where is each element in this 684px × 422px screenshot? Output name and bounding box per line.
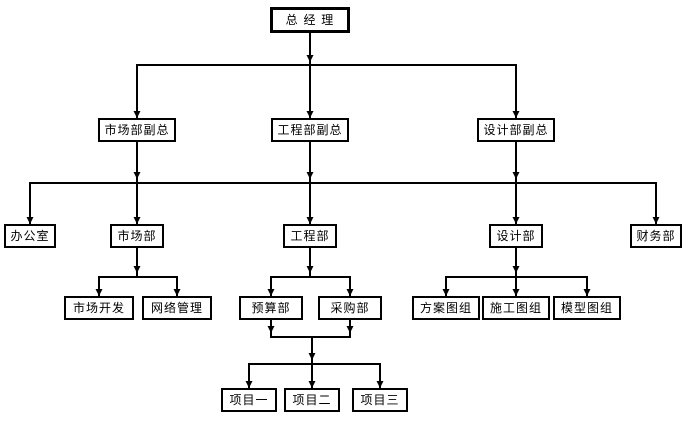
node-design-label: 设计部 [496,229,536,243]
node-construction-group: 施工图组 [482,296,550,320]
node-construction-group-label: 施工图组 [489,301,542,315]
node-purchase: 采购部 [318,296,382,320]
node-network: 网络管理 [142,296,212,320]
node-finance: 财务部 [630,224,682,248]
node-budget: 预算部 [239,296,303,320]
edge-ceo-to-vps [133,32,520,119]
node-market-dev: 市场开发 [64,296,134,320]
node-office-label: 办公室 [10,229,50,243]
edge-market-to-children [95,247,181,297]
node-vp-eng-label: 工程部副总 [277,123,343,137]
edge-budget-purchase-to-projects [245,319,384,389]
node-project2-label: 项目二 [292,393,332,407]
node-project1-label: 项目一 [229,393,269,407]
node-budget-label: 预算部 [251,301,291,315]
edge-eng-to-children [267,247,354,297]
node-project3: 项目三 [352,388,408,412]
node-vp-design: 设计部副总 [477,118,555,142]
node-ceo: 总 经 理 [270,7,350,33]
node-project2: 项目二 [284,388,340,412]
node-vp-market: 市场部副总 [98,118,176,142]
node-market: 市场部 [110,224,164,248]
node-purchase-label: 采购部 [330,301,370,315]
node-vp-market-label: 市场部副总 [104,123,170,137]
node-market-label: 市场部 [117,229,157,243]
node-design: 设计部 [489,224,543,248]
node-vp-eng: 工程部副总 [271,118,349,142]
node-eng-label: 工程部 [290,229,330,243]
node-project3-label: 项目三 [360,393,400,407]
node-model-group-label: 模型图组 [560,301,613,315]
node-scheme-group-label: 方案图组 [419,301,472,315]
node-ceo-label: 总 经 理 [285,13,335,27]
node-market-dev-label: 市场开发 [72,301,125,315]
node-project1: 项目一 [221,388,277,412]
node-eng: 工程部 [283,224,337,248]
node-vp-design-label: 设计部副总 [483,123,549,137]
node-network-label: 网络管理 [150,301,203,315]
node-model-group: 模型图组 [553,296,621,320]
edge-vps-to-departments [26,141,660,225]
edge-design-to-children [442,247,591,297]
node-finance-label: 财务部 [636,229,676,243]
node-scheme-group: 方案图组 [412,296,480,320]
node-office: 办公室 [4,224,56,248]
